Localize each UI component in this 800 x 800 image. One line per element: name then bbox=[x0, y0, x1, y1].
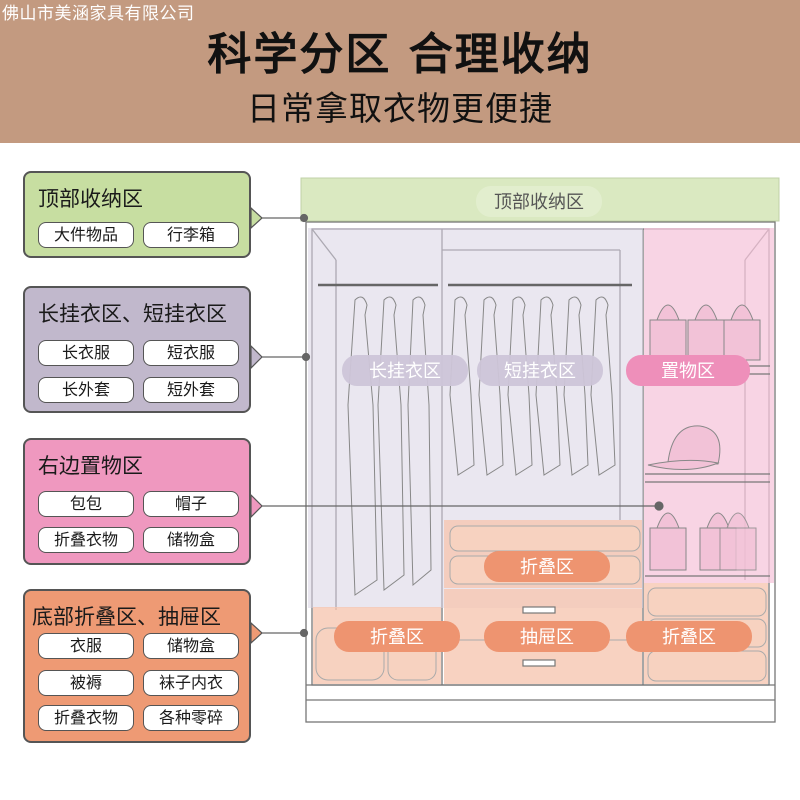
long-hang-label: 长挂衣区 bbox=[342, 355, 468, 386]
drawer-handles bbox=[522, 606, 556, 667]
panel-top-storage: 顶部收纳区 大件物品 行李箱 bbox=[23, 171, 251, 258]
tag-short-coat: 短外套 bbox=[143, 377, 239, 403]
tag-long-clothes: 长衣服 bbox=[38, 340, 134, 366]
tag-hats: 帽子 bbox=[143, 491, 239, 517]
svg-text:折叠区: 折叠区 bbox=[662, 627, 716, 648]
drawer-label: 抽屉区 bbox=[484, 621, 610, 652]
page-subtitle: 日常拿取衣物更便捷 bbox=[247, 89, 553, 128]
tag-long-coat: 长外套 bbox=[38, 377, 134, 403]
handbag-icons bbox=[649, 304, 761, 571]
tag-storage-box: 储物盒 bbox=[143, 633, 239, 659]
fold-right-label: 折叠区 bbox=[626, 621, 752, 652]
tag-luggage: 行李箱 bbox=[143, 222, 239, 248]
tag-folded-clothes: 折叠衣物 bbox=[38, 705, 134, 731]
storage-label: 置物区 bbox=[626, 355, 750, 386]
header-banner: 佛山市美涵家具有限公司 科学分区 合理收纳 日常拿取衣物更便捷 bbox=[0, 0, 800, 143]
tag-bedding: 被褥 bbox=[38, 670, 134, 696]
tag-bags: 包包 bbox=[38, 491, 134, 517]
svg-text:折叠区: 折叠区 bbox=[520, 557, 574, 578]
panel-title: 顶部收纳区 bbox=[38, 187, 143, 211]
svg-text:置物区: 置物区 bbox=[661, 361, 715, 382]
tag-misc-items: 各种零碎 bbox=[143, 705, 239, 731]
svg-text:折叠区: 折叠区 bbox=[370, 627, 424, 648]
panel-hanging: 长挂衣区、短挂衣区 长衣服 短衣服 长外套 短外套 bbox=[23, 286, 251, 413]
watermark: 佛山市美涵家具有限公司 bbox=[2, 4, 195, 24]
tag-storage-box: 储物盒 bbox=[143, 527, 239, 553]
fold-middle-label: 折叠区 bbox=[484, 551, 610, 582]
top-zone-label: 顶部收纳区 bbox=[476, 186, 602, 217]
tag-socks-underwear: 袜子内衣 bbox=[143, 670, 239, 696]
svg-text:抽屉区: 抽屉区 bbox=[520, 627, 574, 648]
tag-clothes: 衣服 bbox=[38, 633, 134, 659]
panel-title: 底部折叠区、抽屉区 bbox=[32, 605, 221, 629]
svg-text:顶部收纳区: 顶部收纳区 bbox=[494, 192, 584, 213]
short-clothes bbox=[449, 296, 616, 476]
svg-text:短挂衣区: 短挂衣区 bbox=[504, 361, 576, 382]
connector-lines bbox=[250, 206, 664, 645]
tag-large-items: 大件物品 bbox=[38, 222, 134, 248]
short-hang-label: 短挂衣区 bbox=[477, 355, 603, 386]
panel-title: 长挂衣区、短挂衣区 bbox=[38, 302, 227, 326]
panel-title: 右边置物区 bbox=[38, 454, 143, 478]
panel-right-storage: 右边置物区 包包 帽子 折叠衣物 储物盒 bbox=[23, 438, 251, 565]
tag-short-clothes: 短衣服 bbox=[143, 340, 239, 366]
hat-icon bbox=[647, 425, 721, 471]
svg-text:长挂衣区: 长挂衣区 bbox=[369, 361, 441, 382]
panel-bottom-fold-drawer: 底部折叠区、抽屉区 衣服 储物盒 被褥 袜子内衣 折叠衣物 各种零碎 bbox=[23, 589, 251, 743]
long-clothes bbox=[347, 296, 432, 596]
fold-left-label: 折叠区 bbox=[334, 621, 460, 652]
tag-folded-clothes: 折叠衣物 bbox=[38, 527, 134, 553]
page-title: 科学分区 合理收纳 bbox=[207, 29, 593, 80]
